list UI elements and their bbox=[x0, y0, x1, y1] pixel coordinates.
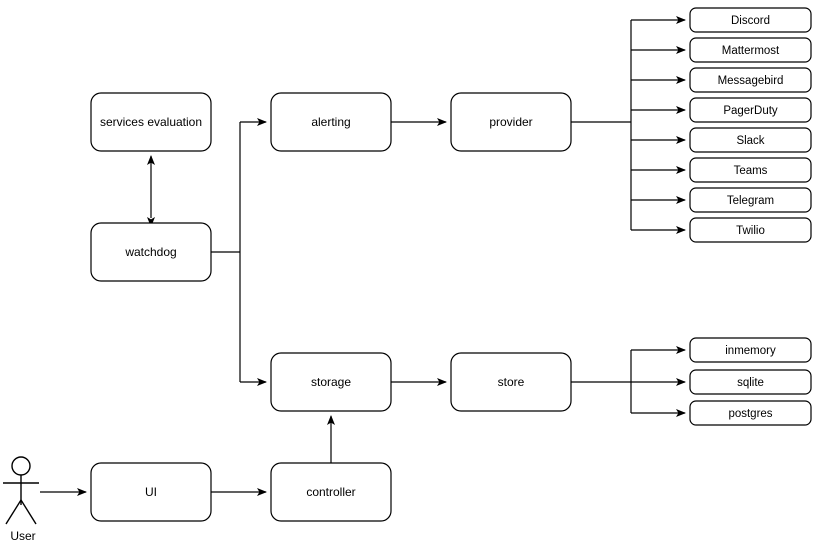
node-ui[interactable]: UI bbox=[90, 462, 212, 522]
provider-target-twilio[interactable]: Twilio bbox=[689, 217, 812, 243]
store-target-inmemory[interactable]: inmemory bbox=[689, 337, 812, 363]
node-watchdog-shape[interactable] bbox=[90, 222, 212, 282]
provider-target-pagerduty[interactable]: PagerDuty bbox=[689, 97, 812, 123]
provider-target-slack[interactable]: Slack bbox=[689, 127, 812, 153]
node-services-evaluation-shape[interactable] bbox=[90, 92, 212, 152]
provider-target-discord-shape[interactable] bbox=[689, 7, 812, 33]
provider-target-teams[interactable]: Teams bbox=[689, 157, 812, 183]
provider-target-slack-label: Slack bbox=[736, 135, 764, 147]
store-target-postgres-shape[interactable] bbox=[689, 400, 812, 426]
provider-target-mattermost-shape[interactable] bbox=[689, 37, 812, 63]
node-alerting[interactable]: alerting bbox=[270, 92, 392, 152]
node-alerting-label: alerting bbox=[311, 115, 350, 129]
provider-target-messagebird[interactable]: Messagebird bbox=[689, 67, 812, 93]
provider-target-messagebird-label: Messagebird bbox=[718, 75, 784, 87]
provider-target-mattermost[interactable]: Mattermost bbox=[689, 37, 812, 63]
provider-target-messagebird-shape[interactable] bbox=[689, 67, 812, 93]
node-ui-shape[interactable] bbox=[90, 462, 212, 522]
store-target-postgres-label: postgres bbox=[728, 408, 772, 420]
node-ui-label: UI bbox=[145, 485, 157, 499]
node-storage-label: storage bbox=[311, 375, 351, 389]
store-target-inmemory-shape[interactable] bbox=[689, 337, 812, 363]
store-target-sqlite[interactable]: sqlite bbox=[689, 369, 812, 395]
provider-target-slack-shape[interactable] bbox=[689, 127, 812, 153]
store-target-inmemory-label: inmemory bbox=[725, 345, 776, 357]
provider-target-discord-label: Discord bbox=[731, 15, 770, 27]
provider-target-mattermost-label: Mattermost bbox=[722, 45, 780, 57]
provider-target-discord[interactable]: Discord bbox=[689, 7, 812, 33]
node-alerting-shape[interactable] bbox=[270, 92, 392, 152]
edge-layer bbox=[40, 16, 686, 496]
node-storage-shape[interactable] bbox=[270, 352, 392, 412]
node-controller-shape[interactable] bbox=[270, 462, 392, 522]
node-provider-label: provider bbox=[489, 115, 532, 129]
provider-target-pagerduty-shape[interactable] bbox=[689, 97, 812, 123]
node-services-evaluation-label: services evaluation bbox=[100, 115, 202, 129]
node-watchdog[interactable]: watchdog bbox=[90, 222, 212, 282]
store-target-postgres[interactable]: postgres bbox=[689, 400, 812, 426]
node-store-shape[interactable] bbox=[450, 352, 572, 412]
store-target-sqlite-shape[interactable] bbox=[689, 369, 812, 395]
node-storage[interactable]: storage bbox=[270, 352, 392, 412]
node-provider-shape[interactable] bbox=[450, 92, 572, 152]
node-store[interactable]: store bbox=[450, 352, 572, 412]
provider-target-teams-label: Teams bbox=[734, 165, 768, 177]
node-controller-label: controller bbox=[306, 485, 355, 499]
node-services-evaluation[interactable]: services evaluation bbox=[90, 92, 212, 152]
provider-target-telegram-shape[interactable] bbox=[689, 187, 812, 213]
provider-target-twilio-label: Twilio bbox=[736, 225, 765, 237]
node-store-label: store bbox=[498, 375, 525, 389]
provider-target-telegram-label: Telegram bbox=[727, 195, 774, 207]
node-watchdog-label: watchdog bbox=[124, 245, 176, 259]
user-head-icon bbox=[11, 456, 31, 476]
user-right-leg-line bbox=[20, 499, 37, 525]
store-target-sqlite-label: sqlite bbox=[737, 377, 764, 389]
provider-target-telegram[interactable]: Telegram bbox=[689, 187, 812, 213]
provider-target-teams-shape[interactable] bbox=[689, 157, 812, 183]
provider-target-twilio-shape[interactable] bbox=[689, 217, 812, 243]
provider-target-pagerduty-label: PagerDuty bbox=[723, 105, 778, 117]
user-actor-label: User bbox=[10, 529, 35, 543]
node-provider[interactable]: provider bbox=[450, 92, 572, 152]
node-controller[interactable]: controller bbox=[270, 462, 392, 522]
user-left-leg-line bbox=[5, 499, 22, 525]
user-actor: User bbox=[3, 456, 39, 543]
